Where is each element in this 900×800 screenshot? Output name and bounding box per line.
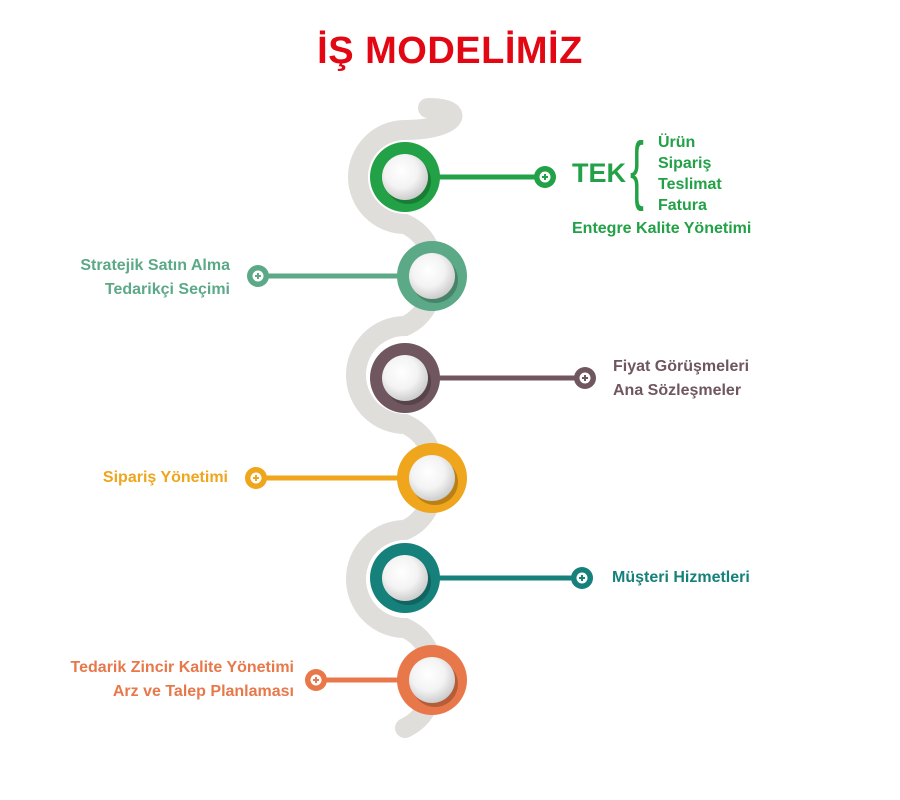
step-label-line: Tedarikçi Seçimi [104,281,230,298]
page-title: İŞ MODELİMİZ [317,30,583,72]
plus-icon[interactable] [247,265,269,287]
step-label-fiyat-gorusmeleri: Fiyat Görüşmeleri Ana Sözleşmeler [613,355,749,403]
tek-item-teslimat: Teslimat [658,176,722,193]
step-node-4 [245,443,467,513]
plus-icon[interactable] [305,669,327,691]
tek-item-fatura: Fatura [658,197,707,214]
step-node-2 [247,241,467,311]
tek-subtitle: Entegre Kalite Yönetimi [572,220,752,237]
step-label-line: Arz ve Talep Planlaması [112,683,294,700]
step-label-line: Stratejik Satın Alma [80,257,230,274]
plus-icon[interactable] [571,567,593,589]
step-label-stratejik-satin-alma: Stratejik Satın Alma Tedarikçi Seçimi [80,254,230,302]
step-node-6 [305,645,467,715]
plus-icon[interactable] [245,467,267,489]
step-label-line: Fiyat Görüşmeleri [613,358,750,375]
node-pearl [409,455,455,501]
step-label-line: Ana Sözleşmeler [613,382,742,399]
tek-item-siparis: Sipariş [658,155,712,172]
tek-items-list: Ürün Sipariş Teslimat Fatura [658,132,722,216]
node-pearl [382,355,428,401]
step-node-3 [370,343,596,413]
plus-icon[interactable] [534,166,556,188]
step-label-siparis-yonetimi: Sipariş Yönetimi [103,466,228,490]
curly-brace-icon: { [630,127,644,212]
node-pearl [409,253,455,299]
step-label-line: Sipariş Yönetimi [102,469,228,486]
step-label-tedarik-zincir: Tedarik Zincir Kalite Yönetimi Arz ve Ta… [71,656,294,704]
step-label-musteri-hizmetleri: Müşteri Hizmetleri [612,566,750,590]
node-pearl [382,555,428,601]
tek-word: TEK [572,158,626,188]
node-pearl [409,657,455,703]
tek-item-urun: Ürün [658,134,696,151]
step-label-line: Tedarik Zincir Kalite Yönetimi [70,659,294,676]
plus-icon[interactable] [574,367,596,389]
step-node-1 [370,142,556,212]
node-pearl [382,154,428,200]
serpentine-path [346,98,463,738]
step-label-line: Müşteri Hizmetleri [612,569,750,586]
step-node-5 [370,543,593,613]
